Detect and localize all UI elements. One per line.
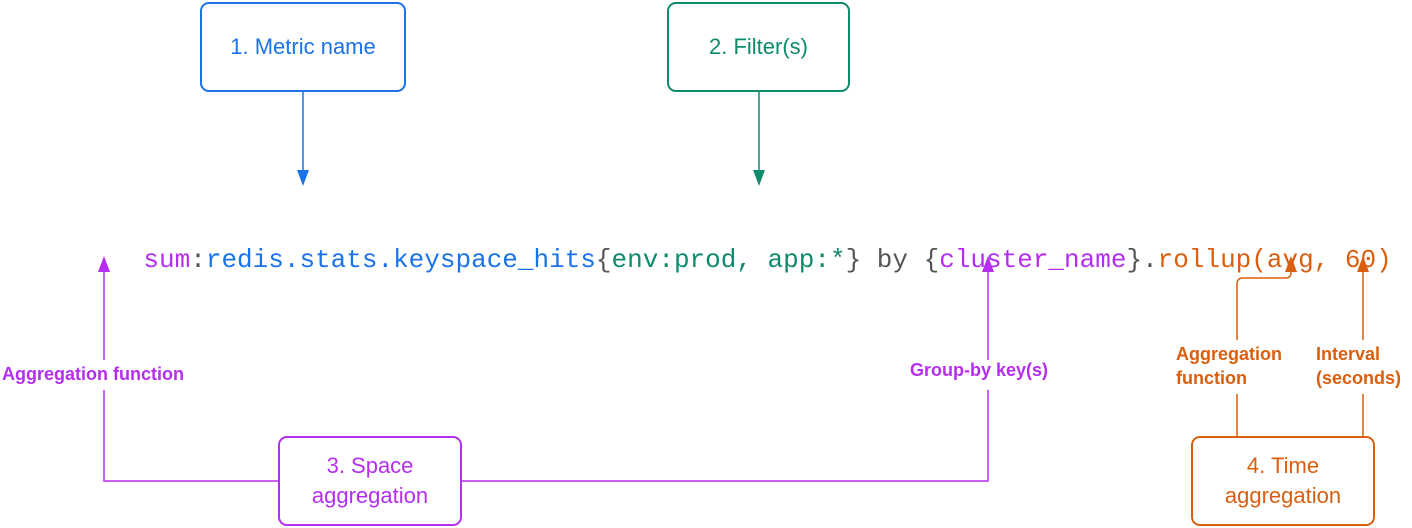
query-colon: : xyxy=(190,245,206,275)
query-dot: . xyxy=(1142,245,1158,275)
group-by-arrowhead xyxy=(982,256,994,272)
query-group-open-brace: { xyxy=(923,245,940,275)
metric-name-arrow xyxy=(297,92,309,186)
group-by-keys-label: Group-by key(s) xyxy=(910,360,1049,380)
query-by-keyword: by xyxy=(861,245,924,275)
query-group-close-brace: } xyxy=(1126,245,1143,275)
query-filter: env:prod, app:* xyxy=(611,245,846,275)
query-rollup-sep: , xyxy=(1313,245,1345,275)
space-aggregation-box: 3. Space aggregation xyxy=(278,436,462,526)
time-aggregation-box-label: 4. Time aggregation xyxy=(1224,453,1342,508)
query-filter-open-brace: { xyxy=(595,245,612,275)
time-aggregation-function-label: Aggregation function xyxy=(1176,344,1282,388)
space-aggregation-function-label: Aggregation function xyxy=(2,364,184,384)
interval-arrowhead xyxy=(1357,256,1369,272)
query-filter-close-brace: } xyxy=(845,245,862,275)
query-group-by-key: cluster_name xyxy=(939,245,1127,275)
filters-box: 2. Filter(s) xyxy=(667,2,850,92)
filters-box-label: 2. Filter(s) xyxy=(709,34,808,59)
metric-query: sum:redis.stats.keyspace_hits{env:prod, … xyxy=(81,200,1401,275)
time-aggregation-connector xyxy=(1236,270,1364,436)
query-rollup-close: ) xyxy=(1376,245,1392,275)
query-rollup-open: rollup( xyxy=(1157,245,1267,275)
space-aggregation-connector xyxy=(103,270,989,482)
space-aggregation-box-label: 3. Space aggregation xyxy=(311,453,429,508)
time-fn-arrowhead xyxy=(1285,256,1297,272)
query-rollup-interval: 60 xyxy=(1344,245,1377,275)
space-fn-arrowhead xyxy=(98,256,110,272)
metric-name-box: 1. Metric name xyxy=(200,2,406,92)
query-rollup-fn: avg xyxy=(1266,245,1314,275)
metric-name-box-label: 1. Metric name xyxy=(230,34,376,59)
filters-arrow xyxy=(753,92,765,186)
time-aggregation-box: 4. Time aggregation xyxy=(1191,436,1375,526)
query-metric-name: redis.stats.keyspace_hits xyxy=(205,245,596,275)
interval-label: Interval (seconds) xyxy=(1316,344,1402,388)
query-space-fn: sum xyxy=(143,245,191,275)
